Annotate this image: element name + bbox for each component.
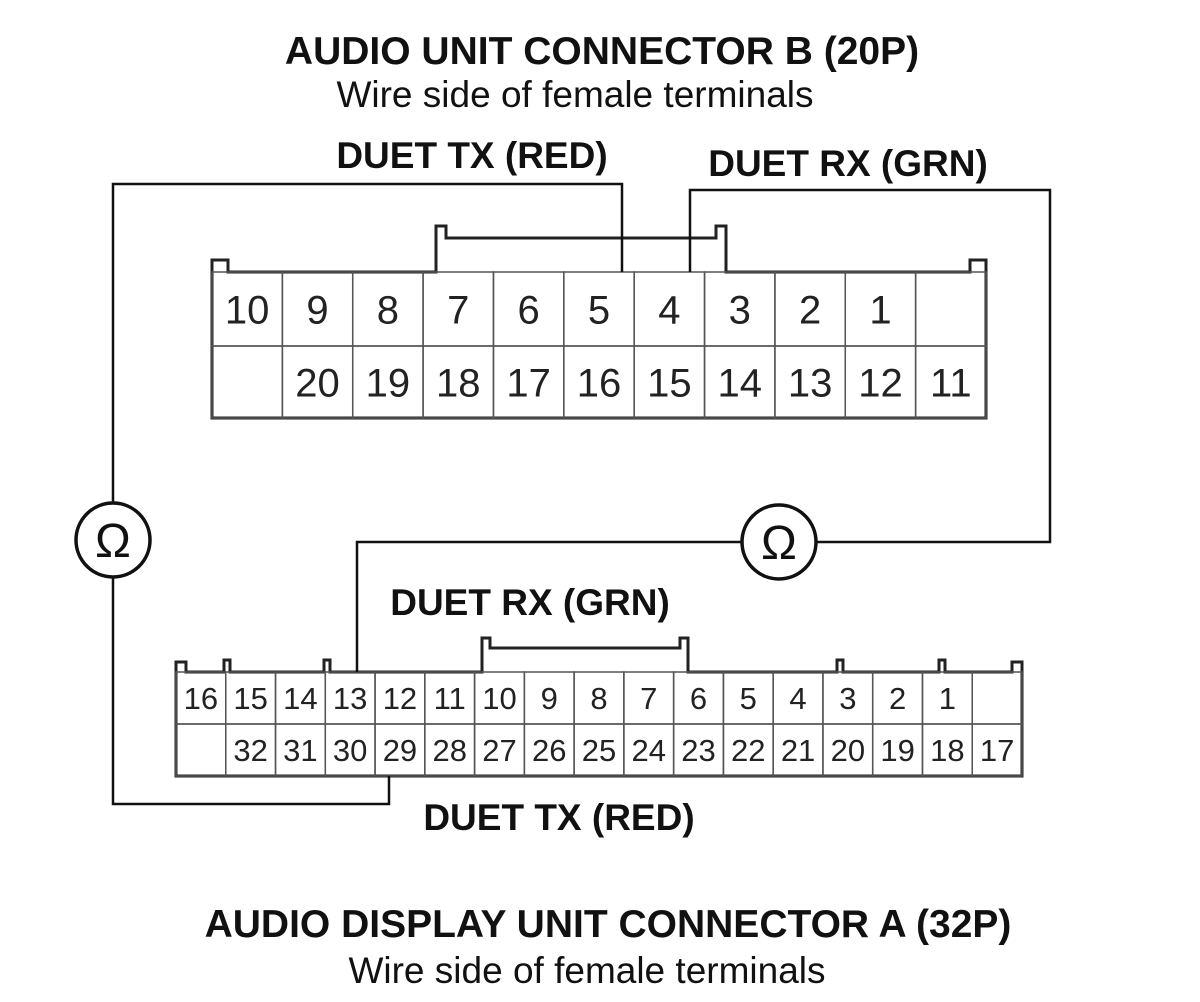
duet-tx-wire-lower [111,577,391,806]
terminal-number: 3 [729,288,751,332]
terminal-number: 21 [781,733,815,768]
terminal-number: 10 [482,681,516,716]
terminal-cell [914,345,987,419]
terminal-number: 1 [939,681,956,716]
terminal-number: 14 [283,681,317,716]
terminal-number: 25 [582,733,616,768]
terminal-number: 4 [789,681,806,716]
terminal-number: 24 [632,733,666,768]
terminal-number: 12 [383,681,417,716]
wiring [111,182,1052,806]
terminal-number: 8 [377,288,399,332]
terminal-number: 9 [541,681,558,716]
terminal-number: 4 [658,288,680,332]
duet-tx-wire-upper [111,182,624,503]
duet-rx-wire-lower [355,540,741,672]
terminal-number: 19 [880,733,914,768]
terminal-number: 7 [640,681,657,716]
duet-rx-wire-upper [688,188,1052,544]
connector-a-tx-label: DUET TX (RED) [423,797,694,838]
terminal-number: 10 [225,288,270,332]
connector-b-subtitle: Wire side of female terminals [336,74,813,115]
terminal-number: 8 [590,681,607,716]
terminal-number: 13 [788,361,833,405]
connector-a-title: AUDIO DISPLAY UNIT CONNECTOR A (32P) [205,903,1012,946]
connector-b-rx-label: DUET RX (GRN) [708,143,988,184]
connector-b-title: AUDIO UNIT CONNECTOR B (20P) [285,30,919,73]
ohmmeter-right: Ω [740,503,818,581]
terminal-number: 20 [831,733,865,768]
terminal-number: 20 [295,361,340,405]
terminal-number: 14 [717,361,762,405]
terminal-number: 13 [333,681,367,716]
terminal-number: 30 [333,733,367,768]
terminal-number: 26 [532,733,566,768]
terminal-number: 22 [731,733,765,768]
terminal-number: 23 [681,733,715,768]
terminal-number: 17 [506,361,551,405]
terminal-number: 9 [306,288,328,332]
terminal-number: 1 [869,288,891,332]
terminal-number: 2 [799,288,821,332]
terminal-number: 28 [432,733,466,768]
connector-a-rx-label: DUET RX (GRN) [390,582,670,623]
connector-a-subtitle: Wire side of female terminals [348,950,825,991]
connector-b-tx-label: DUET TX (RED) [336,135,607,176]
terminal-number: 7 [447,288,469,332]
terminal-number: 11 [434,681,466,716]
ohmmeter-left: Ω [74,501,152,579]
terminal-number: 5 [588,288,610,332]
terminal-number: 31 [283,733,317,768]
terminal-number: 32 [233,733,267,768]
terminal-number: 16 [577,361,622,405]
terminal-number: 18 [436,361,481,405]
terminal-number: 18 [930,733,964,768]
terminal-number: 15 [233,681,267,716]
terminal-number: 16 [184,681,218,716]
terminal-number: 12 [858,361,903,405]
terminal-number: 17 [980,733,1014,768]
terminal-number: 6 [518,288,540,332]
terminal-number: 29 [383,733,417,768]
terminal-number: 5 [740,681,757,716]
ohm-symbol-left: Ω [95,515,131,568]
terminal-cell [971,723,1023,777]
terminal-number: 6 [690,681,707,716]
terminal-number: 11 [930,361,972,405]
terminal-number: 3 [839,681,856,716]
terminal-number: 15 [647,361,692,405]
terminal-number: 27 [482,733,516,768]
terminal-number: 19 [366,361,411,405]
ohm-symbol-right: Ω [761,517,797,570]
terminal-number: 2 [889,681,906,716]
